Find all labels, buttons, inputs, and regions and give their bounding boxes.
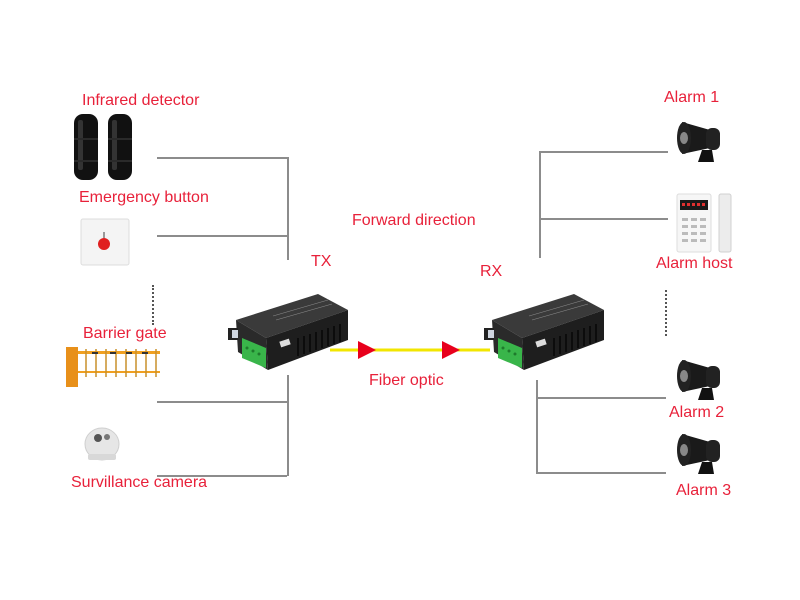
siren-icon [677, 434, 720, 474]
label-barrier-gate: Barrier gate [83, 325, 167, 342]
wire-infrared [157, 157, 287, 159]
label-alarm-1: Alarm 1 [664, 89, 720, 106]
label-surveillance-camera: Survillance camera [71, 474, 208, 491]
wire-rx-trunk-upper [539, 151, 541, 258]
emergency-button-icon [80, 218, 130, 266]
label-alarm-2: Alarm 2 [669, 404, 725, 421]
siren-icon [677, 122, 720, 162]
wire-alarm-host [539, 218, 668, 220]
label-fiber-optic: Fiber optic [369, 372, 444, 389]
wire-alarm-2 [536, 397, 666, 399]
wire-camera [157, 475, 287, 477]
wire-alarm-3 [536, 472, 666, 474]
more-outputs-ellipsis [665, 290, 669, 336]
wire-rx-trunk-lower [536, 380, 538, 473]
label-tx: TX [311, 253, 332, 270]
alarm-keypad-icon [676, 193, 732, 253]
label-emergency-button: Emergency button [79, 189, 209, 206]
wire-alarm-1 [539, 151, 668, 153]
siren-icon [677, 360, 720, 400]
label-alarm-host: Alarm host [656, 255, 733, 272]
wire-tx-trunk-upper [287, 157, 289, 260]
direction-arrow-1 [358, 341, 376, 359]
label-rx: RX [480, 263, 503, 280]
wire-emergency [157, 235, 287, 237]
wire-barrier [157, 401, 287, 403]
dome-camera-icon [84, 427, 120, 461]
tx-media-converter-icon [228, 294, 348, 370]
direction-arrow-2 [442, 341, 460, 359]
label-infrared-detector: Infrared detector [82, 92, 200, 109]
more-inputs-ellipsis [152, 285, 156, 325]
fiber-optic-link [330, 341, 490, 359]
label-forward-direction: Forward direction [352, 212, 476, 229]
infrared-detector-icon [74, 114, 132, 180]
rx-media-converter-icon [484, 294, 604, 370]
barrier-gate-icon [66, 347, 160, 387]
wire-tx-trunk-lower [287, 375, 289, 476]
label-alarm-3: Alarm 3 [676, 482, 732, 499]
